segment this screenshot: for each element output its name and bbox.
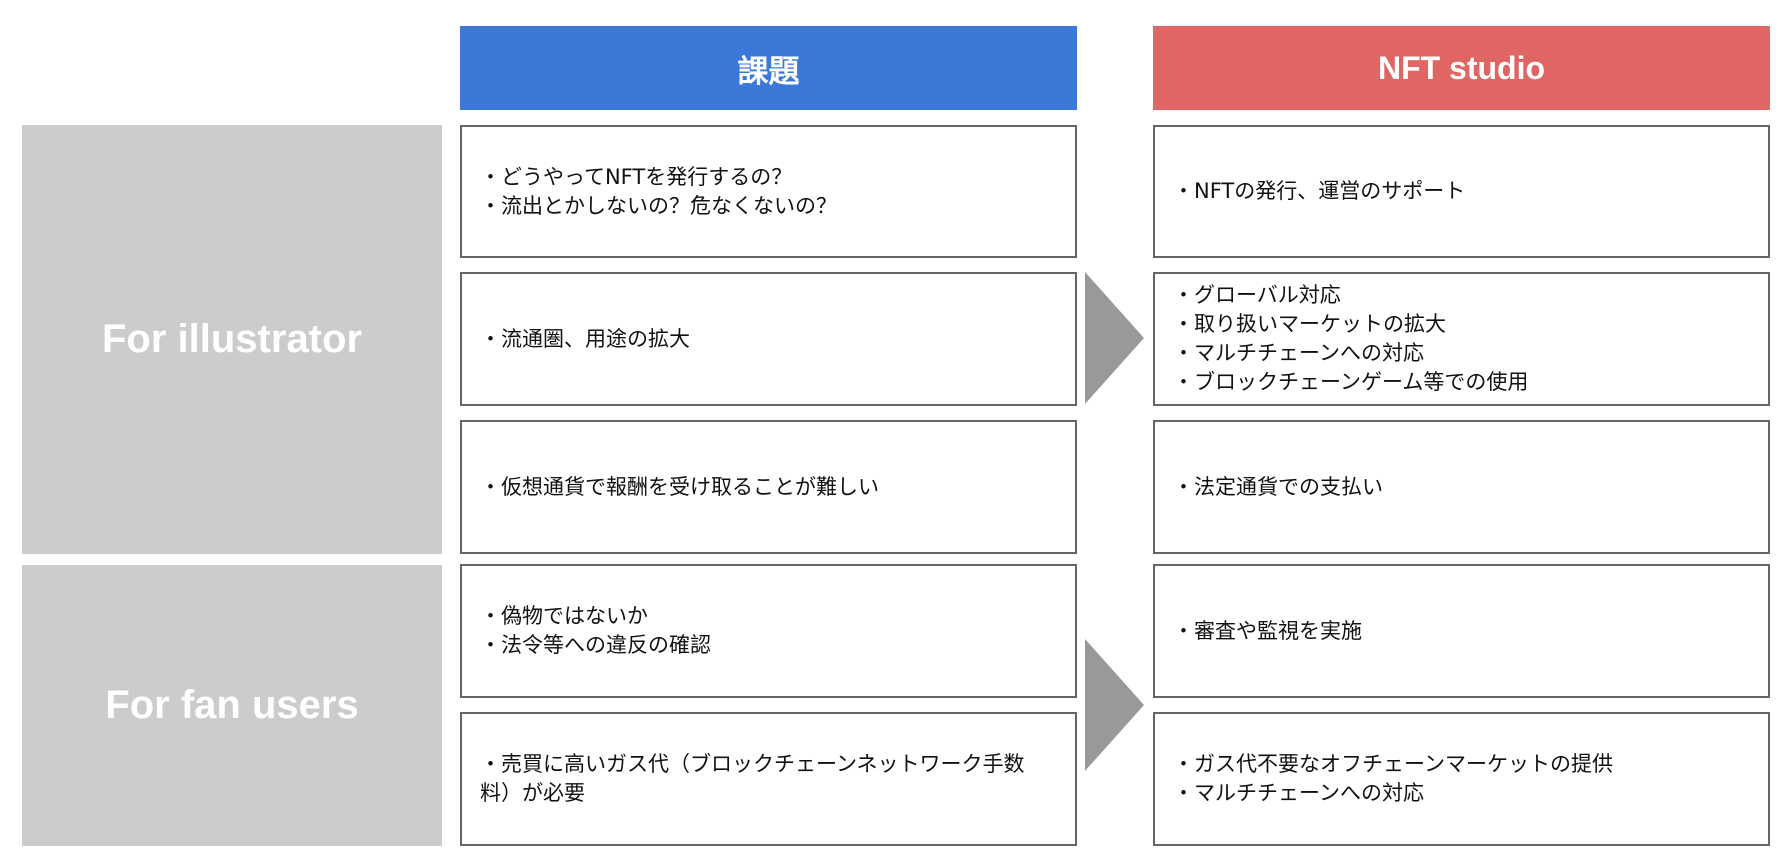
solution-item: ・グローバル対応 [1173,283,1341,307]
solution-item: ・マルチチェーンへの対応 [1173,341,1424,365]
solution-item: ・NFTの発行、運営のサポート [1173,179,1466,203]
problem-column-header: 課題 [460,26,1077,110]
problem-box: ・流通圏、用途の拡大 [460,272,1077,406]
problem-item: ・流出とかしないの？危なくないの？ [480,193,837,218]
solution-item: ・取り扱いマーケットの拡大 [1173,312,1446,336]
group-panel-illustrator: For illustrator [22,125,442,554]
solution-header-label: NFT studio [1377,49,1546,86]
group-panel-fan-users: For fan users [22,565,442,846]
arrow-right-icon [1085,272,1144,404]
solution-item: ・審査や監視を実施 [1173,618,1362,643]
solution-box: ・NFTの発行、運営のサポート [1153,125,1770,258]
solution-box: ・法定通貨での支払い [1153,420,1770,554]
problem-box: ・どうやってNFTを発行するの？ ・流出とかしないの？危なくないの？ [460,125,1077,258]
solution-column-header: NFT studio [1153,26,1770,110]
problem-header-label: 課題 [737,53,800,89]
group-label-fan-users: For fan users [105,683,359,727]
solution-box: ・グローバル対応 ・取り扱いマーケットの拡大 ・マルチチェーンへの対応 ・ブロッ… [1153,272,1770,406]
solution-item: ・ガス代不要なオフチェーンマーケットの提供 [1173,752,1613,776]
solution-box: ・審査や監視を実施 [1153,564,1770,698]
arrow-right-icon [1085,639,1144,771]
problem-box: ・売買に高いガス代（ブロックチェーンネットワーク手数料）が必要 [460,712,1077,846]
solution-item: ・法定通貨での支払い [1173,474,1383,499]
problem-item: ・どうやってNFTを発行するの？ [480,164,793,189]
problem-item: ・流通圏、用途の拡大 [480,326,690,351]
problem-box: ・仮想通貨で報酬を受け取ることが難しい [460,420,1077,554]
problem-item: ・売買に高いガス代（ブロックチェーンネットワーク手数料）が必要 [480,752,1025,805]
problem-item: ・偽物ではないか [480,604,648,628]
solution-item: ・ブロックチェーンゲーム等での使用 [1173,370,1529,394]
solution-box: ・ガス代不要なオフチェーンマーケットの提供 ・マルチチェーンへの対応 [1153,712,1770,846]
problem-box: ・偽物ではないか ・法令等への違反の確認 [460,564,1077,698]
solution-item: ・マルチチェーンへの対応 [1173,781,1424,805]
group-label-illustrator: For illustrator [101,317,363,361]
problem-item: ・仮想通貨で報酬を受け取ることが難しい [480,474,879,499]
problem-item: ・法令等への違反の確認 [480,633,711,657]
